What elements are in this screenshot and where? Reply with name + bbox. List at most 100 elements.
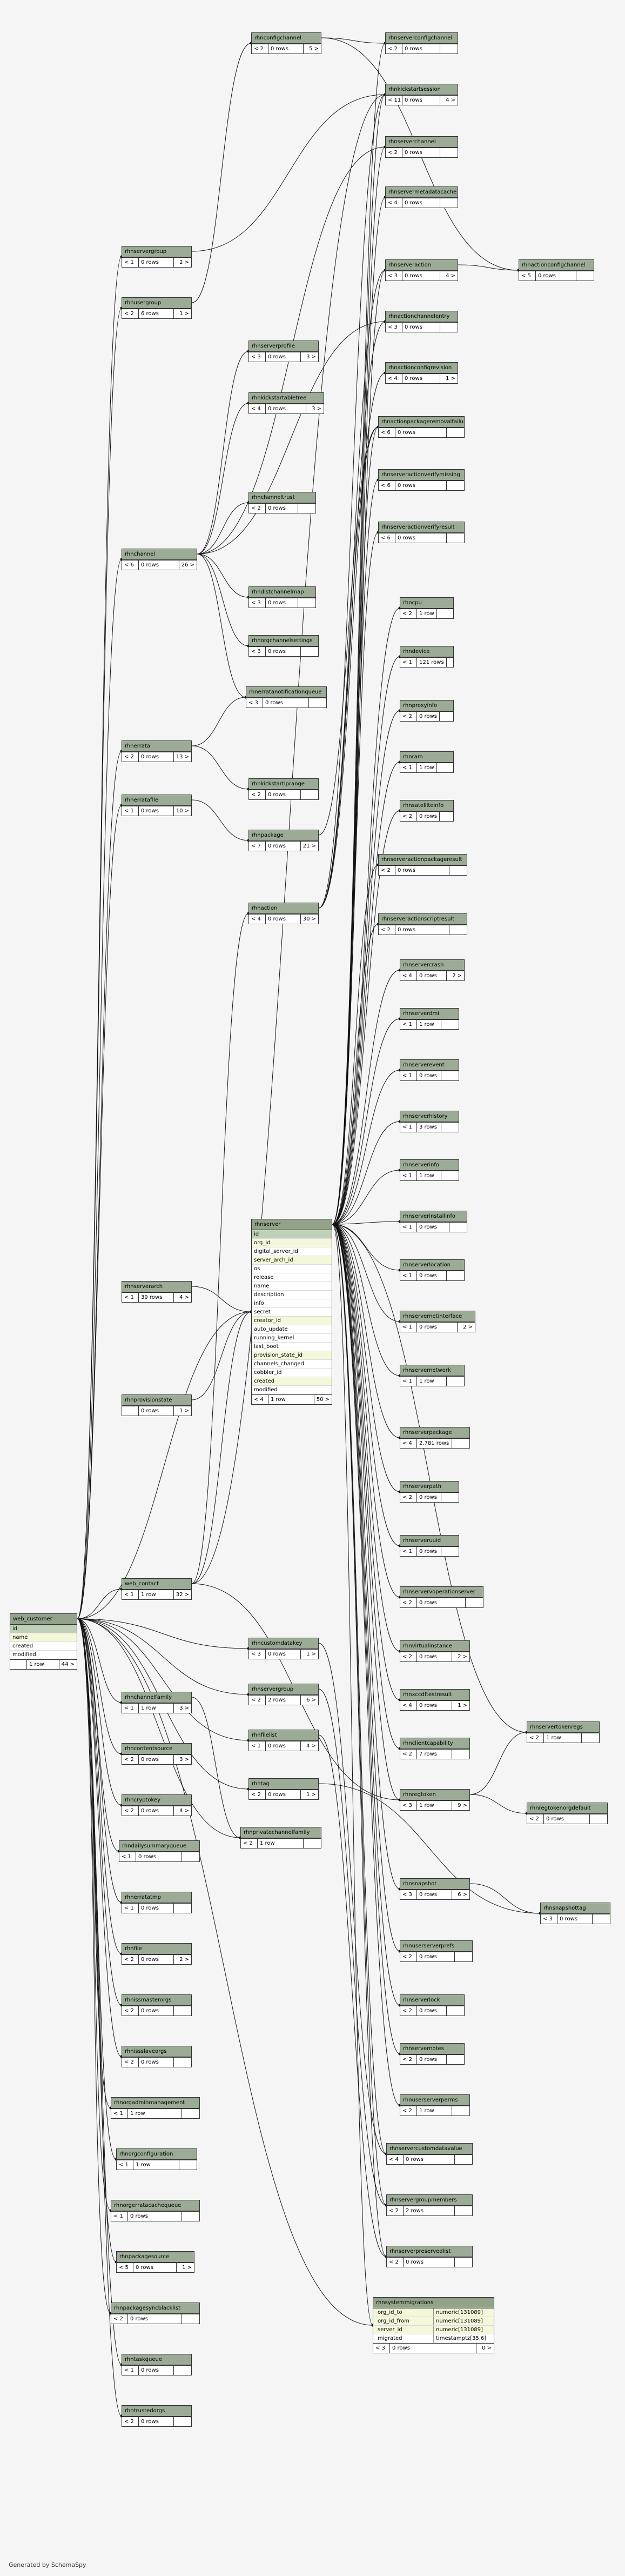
- table-name[interactable]: rhnservercustomdatavalue: [387, 2144, 472, 2154]
- table-name[interactable]: rhnchannelfamily: [122, 1692, 191, 1703]
- table-name[interactable]: rhnserveruuid: [400, 1536, 459, 1546]
- table-name[interactable]: rhncryptokey: [122, 1795, 191, 1806]
- table-name[interactable]: rhnserverprofile: [249, 341, 318, 352]
- table-name[interactable]: rhndailysummaryqueue: [119, 1841, 199, 1852]
- table-name[interactable]: rhndistchannelmap: [249, 587, 315, 598]
- table-name[interactable]: rhnerratatmp: [122, 1892, 191, 1903]
- table-name[interactable]: rhnserver: [252, 1219, 332, 1230]
- table-name[interactable]: rhnkickstartsession: [386, 84, 458, 95]
- table-name[interactable]: rhnkickstartabletree: [249, 393, 324, 404]
- table-name[interactable]: rhnorgerratacachequeue: [111, 2200, 199, 2211]
- table-name[interactable]: rhnservernotes: [400, 2044, 464, 2054]
- table-name[interactable]: rhnserverlocation: [400, 1260, 464, 1271]
- table-name[interactable]: rhnserveractionverifyresult: [379, 522, 464, 533]
- table-name[interactable]: rhntaskqueue: [122, 2354, 191, 2365]
- table-name[interactable]: rhndevice: [400, 646, 453, 657]
- table-name[interactable]: rhnregtokenorgdefault: [527, 1803, 607, 1814]
- table-name[interactable]: rhnservercrash: [400, 960, 464, 971]
- table-name[interactable]: rhntag: [249, 1779, 318, 1790]
- table-name[interactable]: rhnactionpackageremovalfailure: [379, 417, 464, 428]
- table-name[interactable]: rhnserveractionverifymissing: [379, 470, 464, 481]
- table-name[interactable]: rhnserveractionscriptresult: [379, 914, 467, 925]
- table-name[interactable]: rhnissmasterorgs: [122, 1995, 191, 2006]
- table-name[interactable]: rhnservergroup: [122, 246, 191, 257]
- table-name[interactable]: rhnactionchannelentry: [386, 311, 458, 322]
- table-name[interactable]: rhnserverhistory: [400, 1111, 459, 1122]
- table-name[interactable]: rhnissslaveorgs: [122, 2046, 191, 2057]
- table-name[interactable]: rhnsnapshot: [400, 1879, 469, 1890]
- table-name[interactable]: rhncontentsource: [122, 1744, 191, 1754]
- table-name[interactable]: rhnserverpath: [400, 1481, 459, 1492]
- table-name[interactable]: rhncpu: [400, 598, 453, 609]
- table-name[interactable]: web_contact: [122, 1579, 191, 1590]
- table-name[interactable]: rhnaction: [249, 903, 318, 914]
- table-name[interactable]: rhncustomdatakey: [249, 1638, 318, 1649]
- table-name[interactable]: rhntrustedorgs: [122, 2406, 191, 2417]
- table-name[interactable]: rhnerrata: [122, 741, 191, 752]
- table-name[interactable]: rhnram: [400, 752, 453, 763]
- table-name[interactable]: rhnchannel: [122, 549, 197, 560]
- table-name[interactable]: rhnserverpackage: [400, 1427, 469, 1438]
- table-name[interactable]: rhnuserserverprefs: [400, 1941, 472, 1952]
- table-name[interactable]: rhnpackage: [249, 830, 318, 841]
- table-name[interactable]: rhnpackagesyncblacklist: [111, 2303, 199, 2314]
- table-name[interactable]: rhnsystemmigrations: [373, 2298, 494, 2308]
- table-name[interactable]: rhnconfigchannel: [252, 33, 321, 44]
- table-name[interactable]: rhnfile: [122, 1944, 191, 1954]
- table-name[interactable]: rhnfilelist: [249, 1730, 318, 1741]
- table-name[interactable]: rhnxccdftestresult: [400, 1690, 469, 1700]
